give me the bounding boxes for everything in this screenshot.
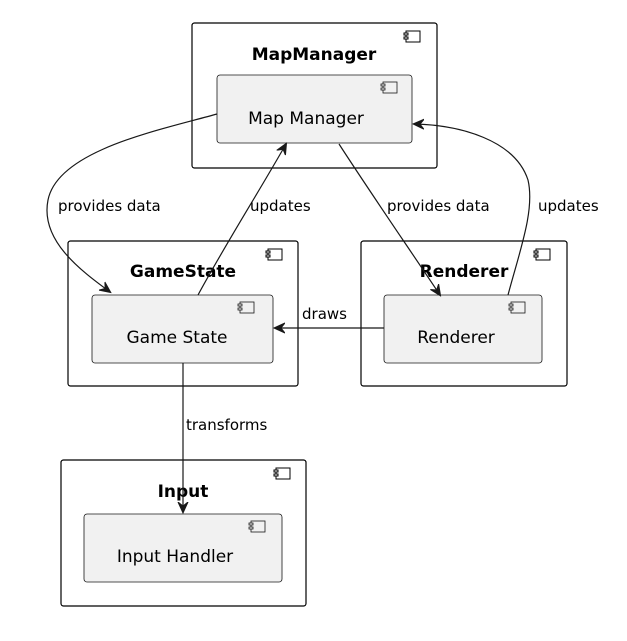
component-icon — [380, 81, 398, 94]
component-icon — [273, 467, 291, 480]
edge-renderer-to-map: updates — [414, 124, 599, 296]
component-map-manager[interactable]: Map Manager — [216, 74, 413, 144]
edge-state-to-input: transforms — [183, 363, 268, 512]
component-icon — [508, 301, 526, 314]
component-renderer-box — [383, 294, 543, 364]
component-icon — [403, 30, 421, 43]
edge-renderer-to-state: draws — [275, 305, 384, 328]
package-mapmanager-title: MapManager — [252, 45, 377, 65]
component-input-handler-box — [83, 513, 283, 583]
edge-map-to-renderer: provides data — [338, 143, 490, 295]
component-icon — [533, 248, 551, 261]
edge-renderer-to-state-label: draws — [302, 305, 347, 323]
component-renderer-label: Renderer — [417, 328, 495, 348]
component-map-manager-label: Map Manager — [248, 109, 364, 129]
edge-state-to-input-label: transforms — [186, 416, 268, 434]
edge-map-to-renderer-label: provides data — [387, 197, 490, 215]
edge-map-to-state-line — [46, 113, 218, 292]
edge-state-to-map-label: updates — [250, 197, 311, 215]
component-game-state-label: Game State — [126, 328, 227, 348]
edge-renderer-to-map-label: updates — [538, 197, 599, 215]
package-input[interactable]: Input Input Handler — [60, 459, 307, 607]
component-icon — [265, 248, 283, 261]
edge-state-to-map: updates — [197, 144, 311, 296]
package-mapmanager[interactable]: MapManager Map Manager — [191, 22, 438, 169]
component-input-handler-label: Input Handler — [117, 547, 233, 567]
edge-state-to-map-line — [197, 144, 286, 296]
package-gamestate-title: GameState — [130, 262, 236, 282]
component-icon — [237, 301, 255, 314]
edge-renderer-to-map-line — [414, 124, 531, 296]
edge-map-to-renderer-line — [338, 143, 440, 295]
component-icon — [248, 520, 266, 533]
package-renderer[interactable]: Renderer Renderer — [360, 240, 568, 387]
edge-map-to-state: provides data — [46, 113, 218, 292]
edge-map-to-state-label: provides data — [58, 197, 161, 215]
component-input-handler[interactable]: Input Handler — [83, 513, 283, 583]
package-gamestate[interactable]: GameState Game State — [67, 240, 299, 387]
component-renderer[interactable]: Renderer — [383, 294, 543, 364]
component-map-manager-box — [216, 74, 413, 144]
component-game-state[interactable]: Game State — [91, 294, 274, 364]
package-renderer-title: Renderer — [420, 262, 509, 282]
